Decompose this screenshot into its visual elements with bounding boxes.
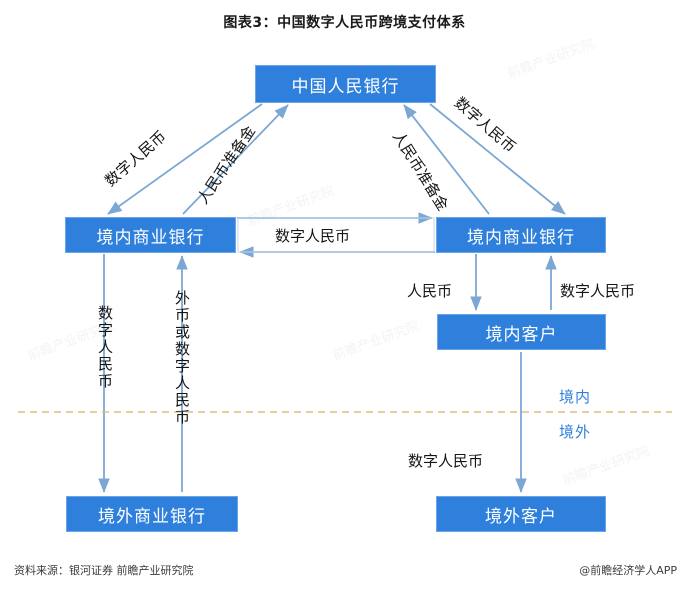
edge-label-overseas-customer: 数字人民币 bbox=[408, 452, 484, 470]
node-label: 境外客户 bbox=[485, 506, 557, 527]
edge-pbc-to-left-bank-digital bbox=[107, 103, 263, 215]
region-label-overseas: 境外 bbox=[559, 423, 592, 441]
region-label-domestic: 境内 bbox=[559, 388, 592, 406]
node-label: 境外商业银行 bbox=[98, 506, 206, 527]
connector-group bbox=[98, 103, 566, 493]
node-label: 境内商业银行 bbox=[96, 227, 205, 248]
page-title: 图表3：中国数字人民币跨境支付体系 bbox=[223, 15, 466, 31]
node-overseas-customer[interactable]: 境外客户 bbox=[436, 496, 606, 532]
node-domestic-commercial-bank-right[interactable]: 境内商业银行 bbox=[436, 217, 606, 253]
node-overseas-commercial-bank[interactable]: 境外商业银行 bbox=[66, 496, 238, 532]
edge-pbc-to-right-bank-digital bbox=[429, 103, 566, 215]
node-domestic-commercial-bank-left[interactable]: 境内商业银行 bbox=[65, 217, 236, 253]
node-label: 境内客户 bbox=[485, 324, 558, 345]
edge-label-customer-to-bank: 数字人民币 bbox=[560, 282, 636, 300]
edge-left-bank-to-pbc-reserve bbox=[182, 104, 289, 215]
node-peoples-bank-of-china[interactable]: 中国人民银行 bbox=[255, 65, 436, 103]
edge-label-left-outer-vertical: 数字人民币 bbox=[96, 305, 114, 390]
edge-label-left-inner-vertical: 外币或数字人民币 bbox=[173, 290, 191, 426]
node-label: 境内商业银行 bbox=[467, 227, 575, 248]
edge-right-bank-to-pbc-reserve bbox=[403, 104, 490, 215]
edge-label-between-banks: 数字人民币 bbox=[275, 227, 351, 245]
edge-label-bank-to-customer: 人民币 bbox=[407, 282, 453, 300]
node-domestic-customer[interactable]: 境内客户 bbox=[437, 314, 606, 350]
source-note: 资料来源：银河证券 前瞻产业研究院 bbox=[14, 564, 194, 577]
attribution-note: @前瞻经济学人APP bbox=[579, 564, 677, 577]
node-label: 中国人民银行 bbox=[291, 76, 400, 97]
mid-label-frame bbox=[237, 217, 435, 253]
